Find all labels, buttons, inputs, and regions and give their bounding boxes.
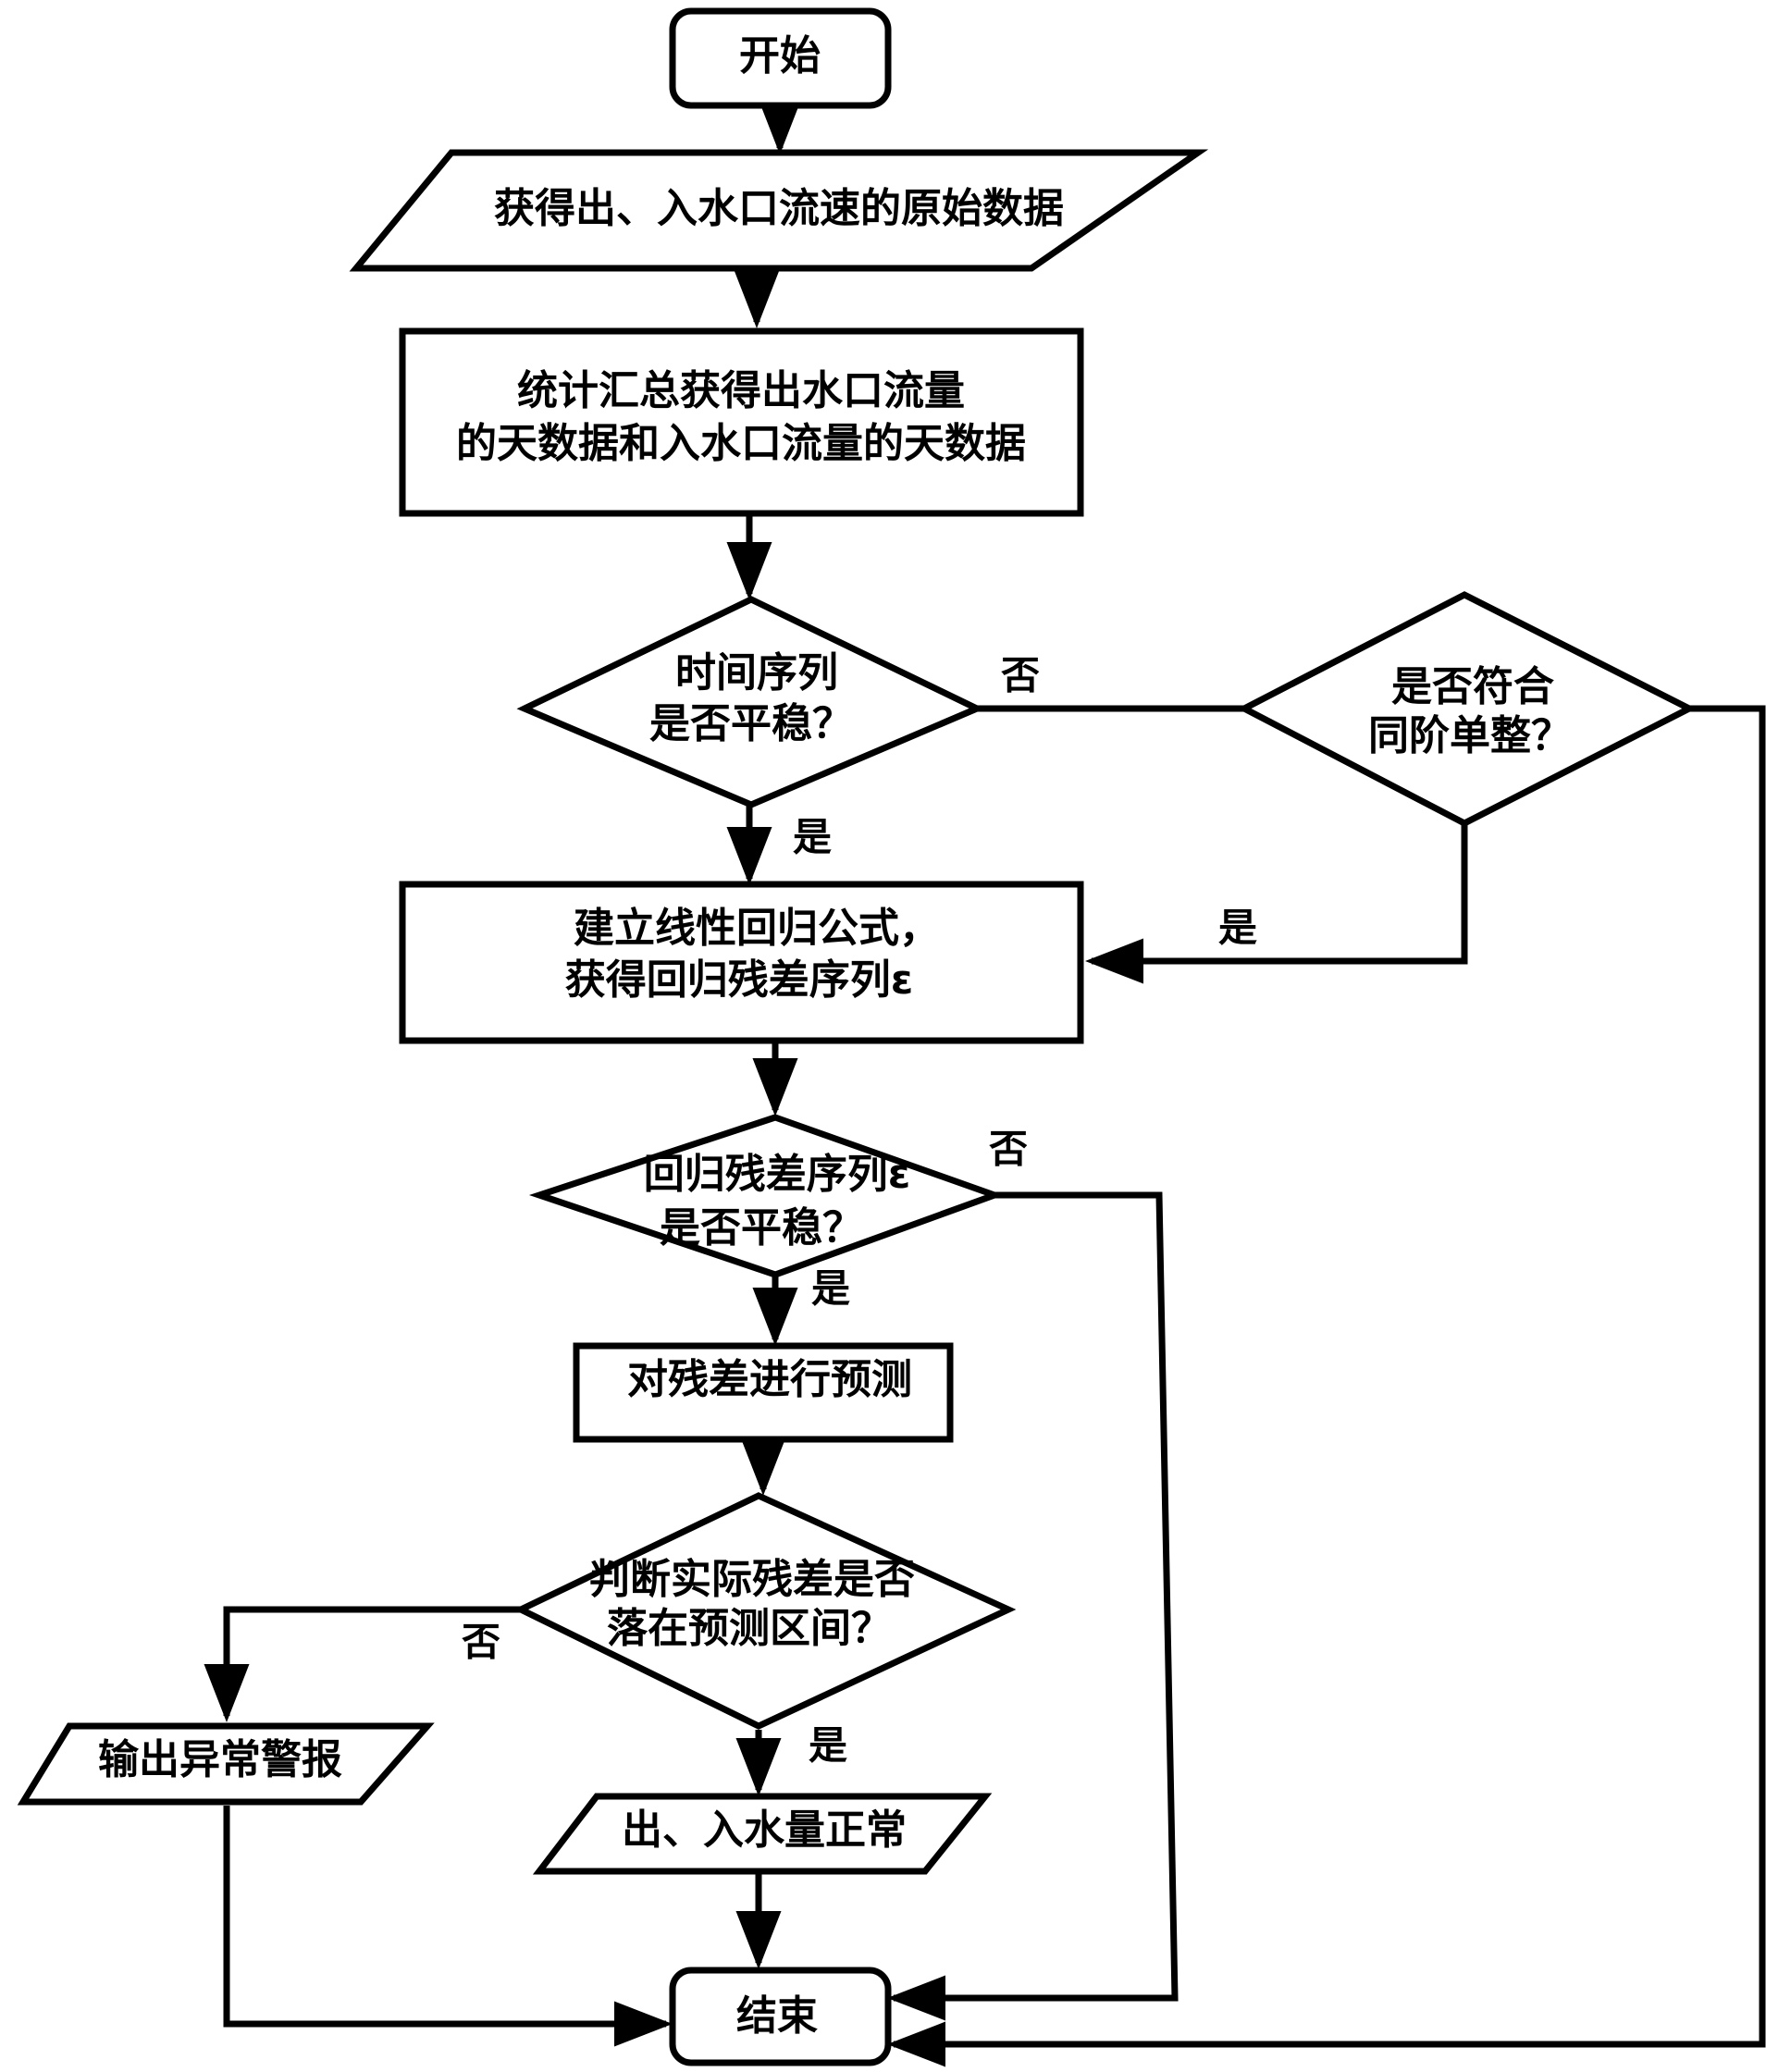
connector-cointegration-no-to-end — [887, 705, 1766, 2067]
cointegration-decision-diamond — [1237, 591, 1697, 827]
interval-no-label: 否 — [462, 1620, 500, 1665]
raw-data-shape — [349, 149, 1209, 272]
start-label: 开始 — [739, 32, 821, 80]
regression-node: 建立线性回归公式， 获得回归残差序列ε — [399, 881, 1084, 1044]
alarm-label: 输出异常警报 — [98, 1736, 342, 1783]
stationary-decision-node: 时间序列 是否平稳？ — [516, 596, 985, 808]
connectors — [204, 96, 1766, 2067]
cointegration-label-line1: 是否符合 — [1391, 663, 1554, 710]
residual-no-label: 否 — [989, 1127, 1028, 1172]
normal-label: 出、入水量正常 — [622, 1807, 907, 1854]
alarm-node: 输出异常警报 — [17, 1722, 435, 1806]
residual-label-line2: 是否平稳？ — [660, 1204, 863, 1252]
regression-process — [399, 881, 1084, 1044]
stationary-yes-label: 是 — [793, 815, 832, 860]
predict-residual-label: 对残差进行预测 — [627, 1356, 912, 1403]
stationary-decision-diamond — [516, 596, 985, 808]
regression-label-line2: 获得回归残差序列ε — [565, 956, 914, 1004]
predict-residual-node: 对残差进行预测 — [573, 1342, 954, 1443]
connector-alarm-to-end — [223, 1806, 673, 2047]
end-label: 结束 — [736, 1992, 818, 2040]
stationary-no-label: 否 — [1001, 653, 1040, 698]
branch-labels: 否 是 是 否 是 否 是 — [462, 653, 1257, 1769]
stationary-label-line1: 时间序列 — [675, 649, 838, 697]
residual-decision-diamond — [528, 1114, 1005, 1278]
regression-label-line1: 建立线性回归公式， — [574, 905, 940, 952]
end-node: 结束 — [669, 1967, 892, 2066]
aggregate-process — [399, 327, 1084, 517]
aggregate-node: 统计汇总获得出水口流量 的天数据和入水口流量的天数据 — [399, 327, 1084, 517]
cointegration-decision-node: 是否符合 同阶单整？ — [1237, 591, 1697, 827]
normal-shape — [532, 1793, 993, 1875]
raw-data-label: 获得出、入水口流速的原始数据 — [494, 185, 1064, 232]
interval-label-line2: 落在预测区间？ — [607, 1605, 892, 1652]
connector-cointegration-yes-to-regression — [1085, 823, 1468, 984]
start-node: 开始 — [669, 7, 892, 109]
interval-yes-label: 是 — [809, 1723, 847, 1769]
residual-yes-label: 是 — [811, 1266, 850, 1312]
aggregate-label-line2: 的天数据和入水口流量的天数据 — [456, 420, 1026, 467]
normal-node: 出、入水量正常 — [532, 1793, 993, 1875]
end-terminator — [669, 1967, 892, 2066]
interval-label-line1: 判断实际残差是否 — [589, 1556, 915, 1603]
residual-label-line1: 回归残差序列ε — [644, 1151, 911, 1198]
alarm-shape — [17, 1722, 435, 1806]
aggregate-label-line1: 统计汇总获得出水口流量 — [517, 367, 965, 414]
interval-decision-diamond — [513, 1492, 1017, 1730]
raw-data-node: 获得出、入水口流速的原始数据 — [349, 149, 1209, 272]
cointegration-label-line2: 同阶单整？ — [1368, 712, 1572, 759]
predict-residual-process — [573, 1342, 954, 1443]
interval-decision-node: 判断实际残差是否 落在预测区间？ — [513, 1492, 1017, 1730]
cointegration-yes-label: 是 — [1218, 906, 1257, 951]
connector-residual-no-to-end — [887, 1191, 1179, 2021]
residual-decision-node: 回归残差序列ε 是否平稳？ — [528, 1114, 1005, 1278]
connector-interval-no-to-alarm — [204, 1606, 521, 1722]
start-terminator — [669, 7, 892, 109]
stationary-label-line2: 是否平稳？ — [649, 700, 853, 747]
